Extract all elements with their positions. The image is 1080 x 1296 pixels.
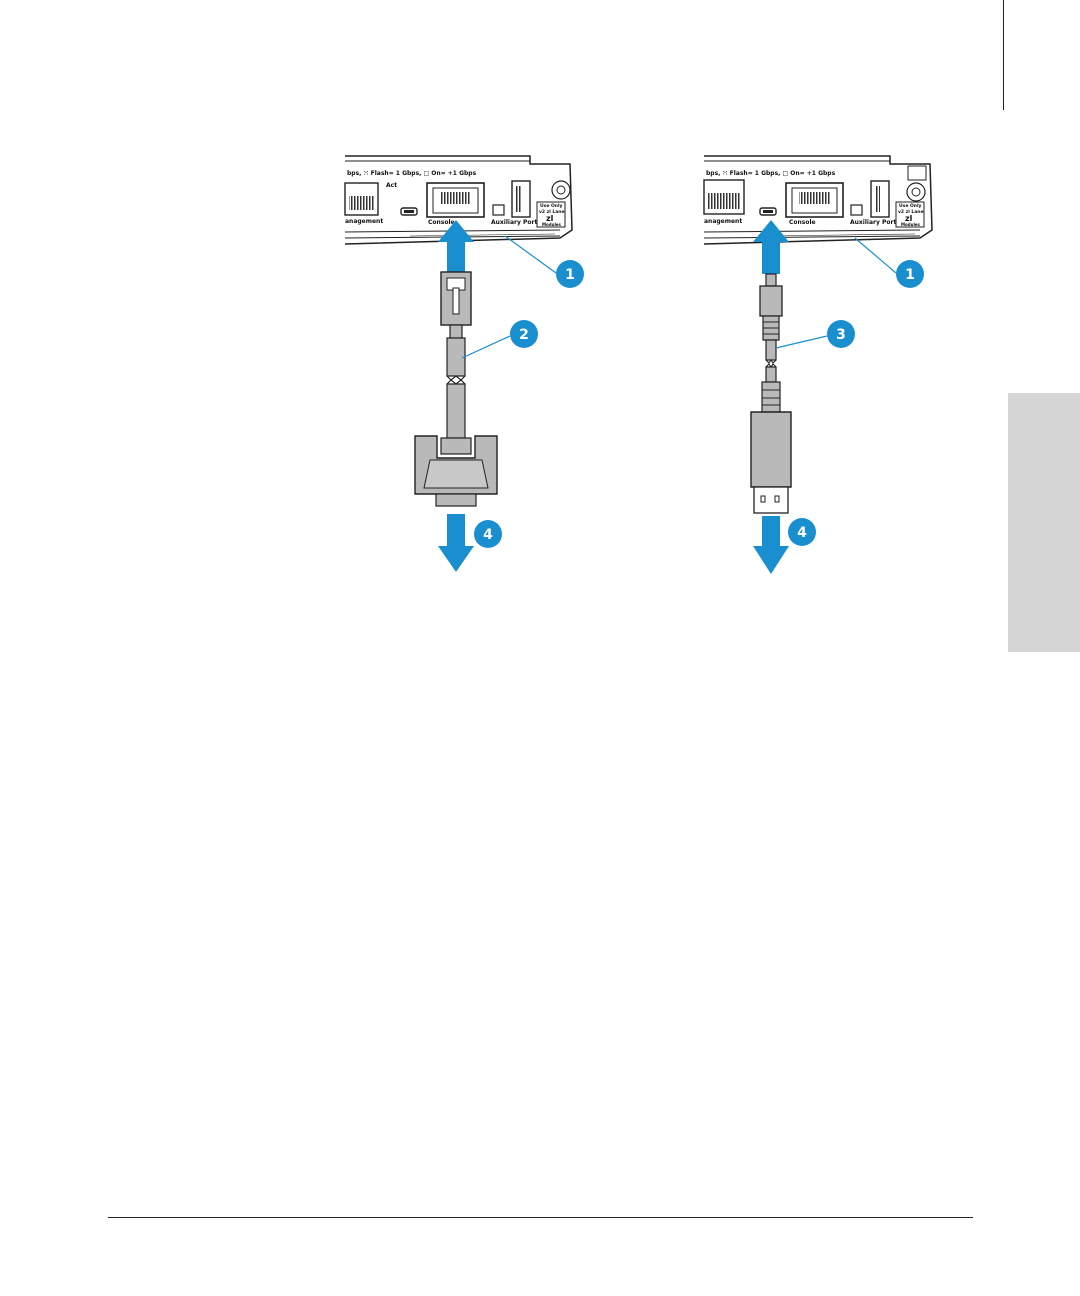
svg-text:4: 4 (483, 527, 493, 543)
svg-text:3: 3 (836, 327, 846, 343)
remove-arrow-down (438, 514, 474, 572)
callout-4-left: 4 (474, 520, 502, 548)
management-label: anagement (704, 218, 742, 225)
callout-1-right: 1 (855, 238, 924, 288)
callout-3: 3 (776, 320, 855, 348)
usb-console-cable (751, 274, 791, 513)
callout-4-right: 4 (788, 518, 816, 546)
rj45-serial-cable (415, 272, 497, 506)
svg-text:1: 1 (905, 267, 915, 283)
console-label: Console (789, 219, 816, 226)
auxiliary-label: Auxiliary Port (491, 219, 537, 226)
switch-module-right: bps, ⁙ Flash= 1 Gbps, □ On= +1 Gbps anag… (704, 156, 932, 244)
use-only-label: Use Only (899, 203, 922, 209)
svg-text:2: 2 (519, 327, 529, 343)
callout-1-left: 1 (505, 236, 584, 288)
legend-text: bps, ⁙ Flash= 1 Gbps, □ On= +1 Gbps (347, 170, 477, 177)
remove-arrow-down (753, 516, 789, 574)
modules-label: Modules (901, 222, 921, 227)
management-label: anagement (345, 218, 383, 225)
legend-text: bps, ⁙ Flash= 1 Gbps, □ On= +1 Gbps (706, 170, 836, 177)
left-panel: bps, ⁙ Flash= 1 Gbps, □ On= +1 Gbps Act … (345, 156, 584, 572)
right-panel: bps, ⁙ Flash= 1 Gbps, □ On= +1 Gbps anag… (704, 156, 932, 574)
use-only-label: Use Only (540, 203, 563, 209)
auxiliary-label: Auxiliary Port (850, 219, 896, 226)
callout-2: 2 (462, 320, 538, 358)
act-label: Act (386, 182, 397, 189)
svg-text:4: 4 (797, 525, 807, 541)
modules-label: Modules (542, 222, 562, 227)
svg-text:1: 1 (565, 267, 575, 283)
console-label: Console (428, 219, 455, 226)
